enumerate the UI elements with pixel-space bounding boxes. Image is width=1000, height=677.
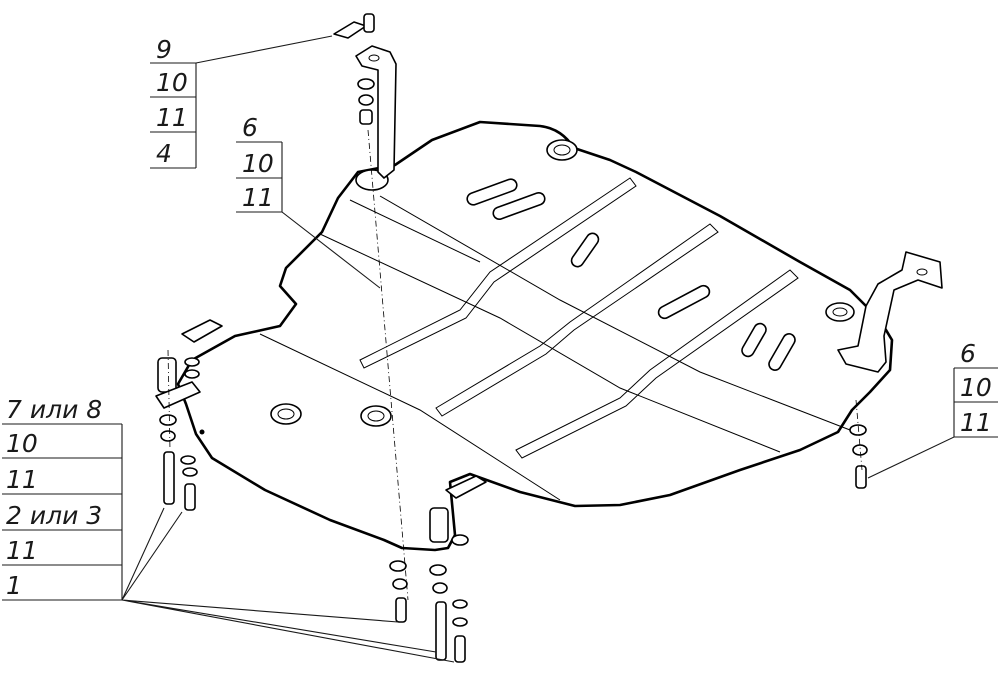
axis-line-front [367,129,409,601]
washer-bottom-g [452,617,468,627]
bolt-bottom-1 [395,597,407,623]
slot-6 [768,333,796,371]
callout-bottom-left-5: 11 [6,536,38,565]
leader-top-left [150,35,333,64]
rib-2 [435,223,719,417]
bolt-bottom-2 [435,601,447,661]
bolt-9-stud [363,13,375,33]
washer-11-top [358,94,374,106]
grommet-2 [825,302,855,322]
callout-top-left-3: 11 [156,103,188,132]
callout-center: 6 10 11 [236,113,283,213]
washer-left-c [182,467,198,477]
leader-bottom-left [121,507,455,663]
washer-bottom-f [452,599,468,609]
small-hole [199,429,205,435]
spacer-bottom [429,507,449,543]
washer-11-left [160,430,176,442]
skid-plate [176,120,894,552]
callout-bottom-left: 7 или 8 10 11 2 или 3 11 1 [2,395,123,601]
grommet-1 [546,139,578,161]
fold-line-2 [349,199,481,263]
bottom-spacer-clip [445,475,487,499]
slot-4 [657,284,711,320]
washer-bottom-e [432,582,448,594]
bolt-6-right [855,465,867,489]
bracket-4-body [355,45,397,179]
rib-3 [515,269,799,459]
callout-top-left-2: 10 [156,68,188,97]
bolt-7-left [163,451,175,505]
grommet-3 [270,403,302,425]
top-bracket [333,13,397,179]
fold-line-3 [259,333,561,501]
callout-bottom-left-4: 2 или 3 [6,501,102,530]
washer-bottom-b [389,560,407,572]
grommet-2-inner [832,307,848,317]
washer-left-d [184,357,200,367]
slot-5 [741,322,767,358]
axis-line-left [167,349,171,451]
washer-left-b [180,455,196,465]
axis-line-right [855,399,863,471]
callout-bottom-left-6: 1 [6,571,22,600]
left-spacer-clip [181,319,223,343]
leader-right [867,436,990,479]
left-bracket-plate [155,381,201,409]
callout-center-1: 6 [242,113,258,142]
callout-center-2: 10 [242,149,274,178]
callout-right-3: 11 [960,408,992,437]
washer-bottom-d [429,564,447,576]
washer-left-e [184,369,200,379]
right-bracket-hole [916,268,928,276]
nut-top [359,109,373,125]
slot-3 [570,232,600,268]
callout-top-left-4: 4 [156,139,172,168]
grommet-4-inner [367,410,385,422]
right-bracket [837,251,943,489]
callout-bottom-left-3: 11 [6,465,38,494]
fold-line-4 [379,195,851,431]
callout-center-3: 11 [242,183,274,212]
washer-10-left [159,414,177,426]
washer-11-right [852,444,868,456]
washer-bottom-a [451,534,469,546]
callout-bottom-left-2: 10 [6,429,38,458]
right-bracket-body [837,251,943,373]
callout-bottom-left-1: 7 или 8 [6,395,102,424]
callout-right-2: 10 [960,373,992,402]
grommet-3-inner [277,408,295,420]
washer-10-top [357,78,375,90]
callout-right: 6 10 11 [953,339,998,438]
slot-1 [466,178,518,206]
callout-right-1: 6 [960,339,976,368]
rib-1 [359,177,637,369]
slot-2 [492,192,546,220]
fold-line-1 [319,233,781,453]
bracket-4-hole [368,54,380,62]
callout-top-left-1: 9 [156,35,172,64]
bolt-bottom-3 [454,635,466,663]
washer-bottom-c [392,578,408,590]
grommet-1-inner [553,144,571,156]
spacer-left [157,357,177,393]
bolt-9-head [333,21,367,39]
washer-10-right [849,424,867,436]
bolt-1-left [184,483,196,511]
callout-top-left: 9 10 11 4 [150,35,197,169]
bottom-bracket [389,475,487,663]
left-front-bracket [155,319,223,511]
grommet-4 [360,405,392,427]
